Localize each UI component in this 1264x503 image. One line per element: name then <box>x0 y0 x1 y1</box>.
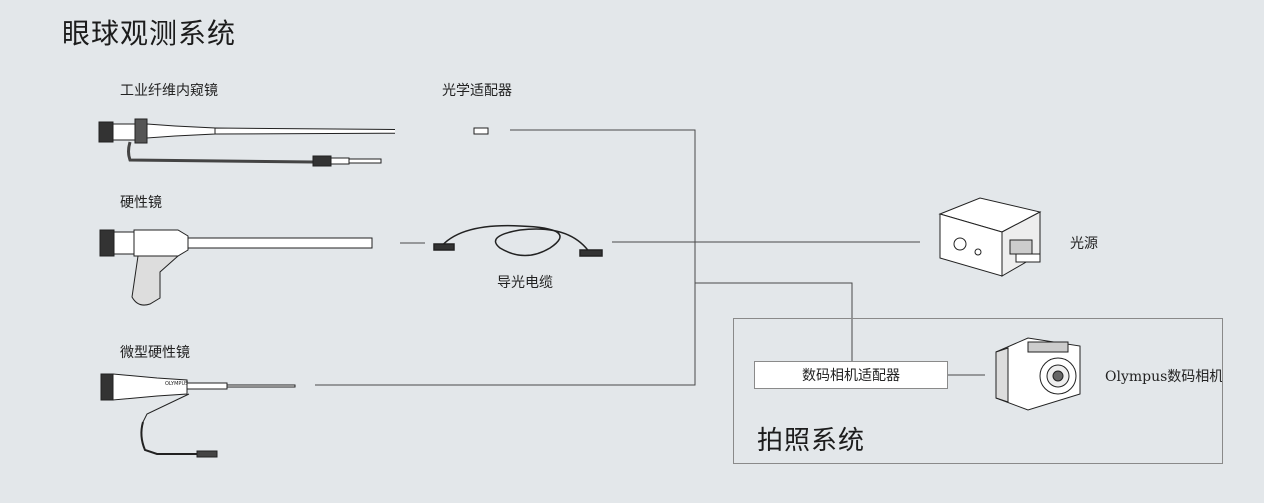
rigid-scope-drawing <box>99 229 373 306</box>
page-title: 眼球观测系统 <box>62 17 237 50</box>
line-adapter-to-hub <box>315 129 696 386</box>
light-source-drawing <box>938 197 1042 277</box>
camera-adapter-box: 数码相机适配器 <box>754 361 948 389</box>
photo-system-title: 拍照系统 <box>757 426 866 456</box>
label-micro-rigid-scope: 微型硬性镜 <box>120 345 190 361</box>
industrial-endoscope-drawing <box>98 118 395 167</box>
label-light-cable: 导光电缆 <box>497 275 553 291</box>
line-hub-to-camera-adapter <box>695 282 853 361</box>
label-light-source: 光源 <box>1070 236 1098 252</box>
label-optical-adapter: 光学适配器 <box>442 83 512 99</box>
digital-camera-drawing <box>995 337 1081 411</box>
micro-rigid-scope-drawing: OLYMPUS <box>100 373 296 458</box>
light-guide-cable-drawing <box>433 224 603 257</box>
photo-system-box <box>733 318 1223 464</box>
label-camera: Olympus数码相机 <box>1105 369 1224 385</box>
optical-adapter-drawing <box>473 127 489 135</box>
label-rigid-scope: 硬性镜 <box>120 195 162 211</box>
label-industrial-endoscope: 工业纤维内窥镜 <box>120 83 218 99</box>
brand-mark: OLYMPUS <box>165 381 188 387</box>
